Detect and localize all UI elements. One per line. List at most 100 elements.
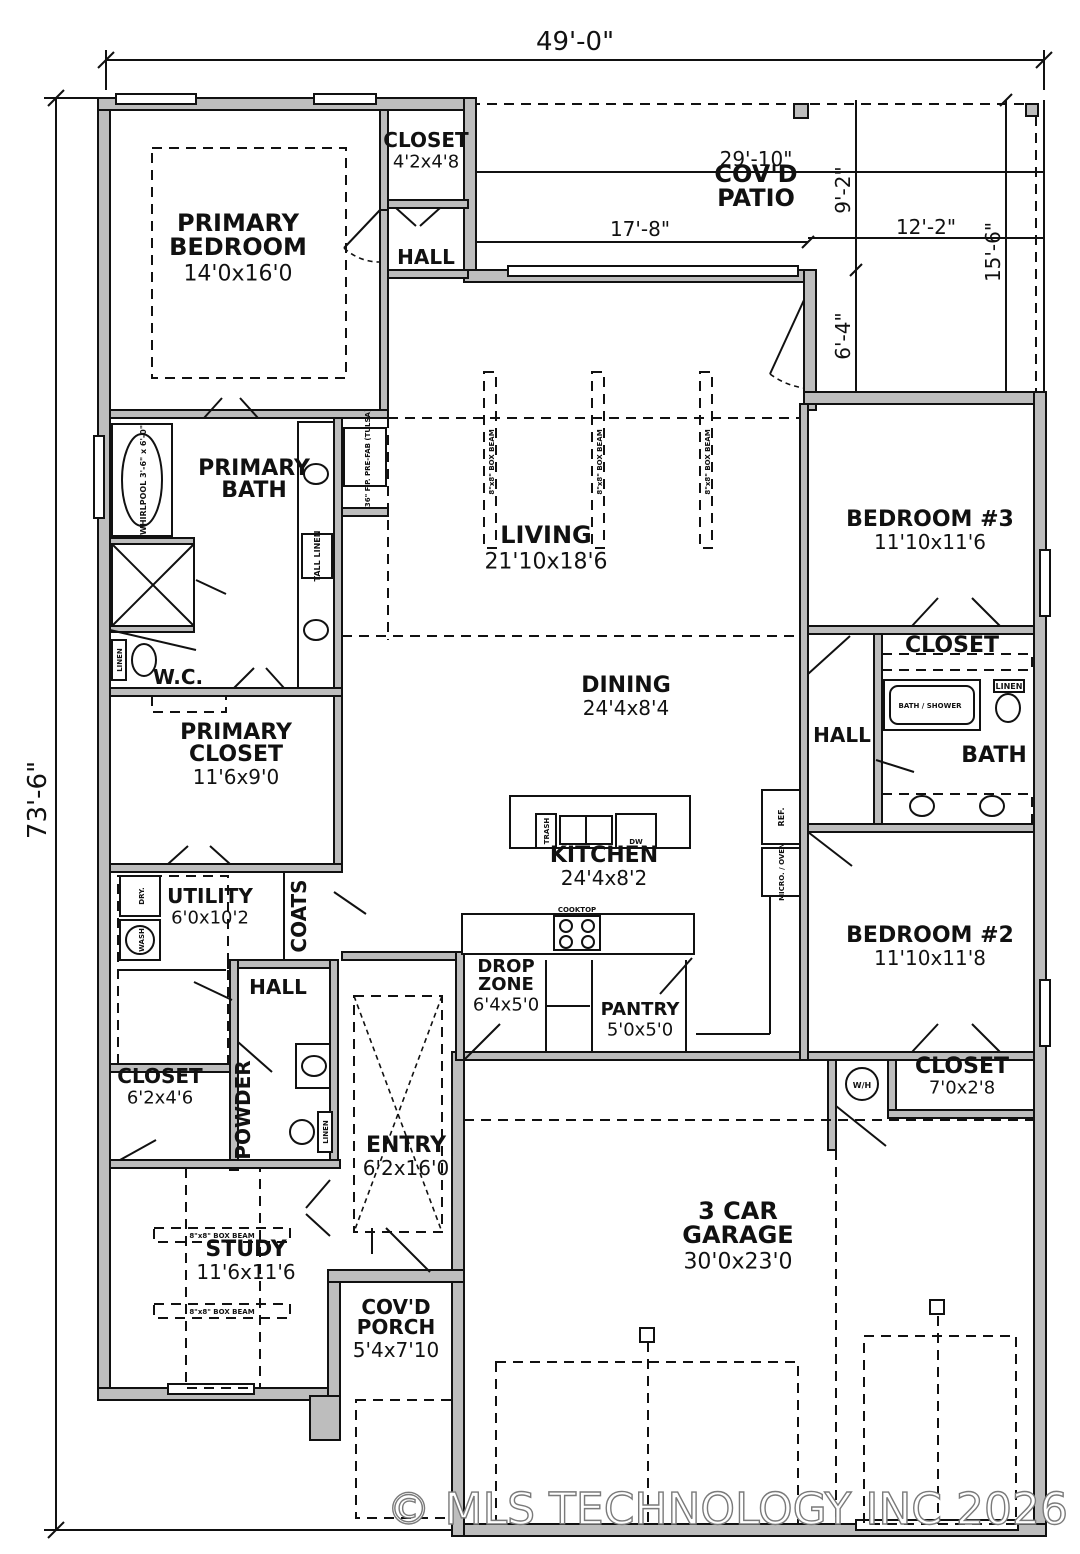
room-labels: PRIMARYBEDROOM14'0x16'0CLOSET4'2x4'8HALL…	[117, 128, 1026, 1362]
overall-depth-label: 73'-6"	[23, 761, 53, 839]
room-name-hall-top: HALL	[397, 245, 455, 269]
water-heater-icon	[845, 1067, 879, 1101]
door-swings	[109, 207, 1001, 1273]
patio-offset-label: 12'-2"	[896, 215, 956, 239]
room-name-living: LIVING	[500, 521, 592, 549]
sink-icon	[301, 1055, 327, 1077]
linen-label: LINEN	[116, 648, 124, 672]
room-size-closet-b2: 7'0x2'8	[929, 1078, 995, 1099]
bath-shower-label: BATH / SHOWER	[898, 702, 962, 710]
trash-label: TRASH	[543, 818, 551, 845]
room-name-powder: POWDER	[231, 1060, 255, 1159]
patio-width-label: 29'-10"	[720, 147, 793, 171]
room-size-dining: 24'4x8'4	[583, 696, 669, 720]
room-name-primary-closet: CLOSET	[189, 742, 283, 767]
linen-label: LINEN	[322, 1120, 330, 1144]
box-beam-label: 8"x8" BOX BEAM	[596, 429, 604, 494]
dimension-labels: 49'-0" 73'-6" 29'-10" 17'-8" 12'-2" 9'-2…	[23, 27, 1005, 839]
patio-outline	[470, 103, 1039, 396]
room-name-hall-low: HALL	[249, 975, 307, 999]
fireplace	[343, 427, 387, 487]
room-name-hall-mid: HALL	[813, 723, 871, 747]
room-name-dining: DINING	[581, 673, 671, 698]
room-name-primary-bedroom: BEDROOM	[169, 233, 307, 261]
room-name-primary-closet: PRIMARY	[180, 720, 293, 745]
room-size-utility: 6'0x10'2	[171, 908, 249, 929]
washer-icon	[125, 925, 155, 955]
room-name-porch: PORCH	[357, 1315, 435, 1339]
room-name-patio: PATIO	[717, 184, 795, 212]
room-name-porch: COV'D	[361, 1295, 430, 1319]
room-size-bedroom2: 11'10x11'8	[874, 946, 986, 970]
tall-linen-label: TALL LINEN	[313, 531, 322, 582]
box-beam-label: 8"x8" BOX BEAM	[189, 1308, 254, 1316]
room-size-living: 21'10x18'6	[484, 550, 607, 575]
fixtures: WHIRLPOOL 3'-6" x 6'-0" TALL LINEN 36" F…	[111, 409, 1025, 1316]
fireplace-label: 36" F.P. PRE-FAB (TULSA)	[364, 409, 372, 507]
dryer-label: DRY.	[138, 887, 146, 904]
room-name-garage: GARAGE	[682, 1221, 793, 1249]
room-size-primary-bedroom: 14'0x16'0	[183, 262, 292, 287]
room-size-closet-low: 6'2x4'6	[127, 1088, 193, 1109]
washer-label: WASH	[138, 928, 146, 952]
ref-label: REF.	[777, 808, 786, 827]
room-name-closet-top: CLOSET	[383, 128, 469, 152]
linen-label: LINEN	[996, 682, 1023, 691]
side-depth-label: 15'-6"	[981, 222, 1005, 282]
box-beam-label: 8"x8" BOX BEAM	[704, 429, 712, 494]
dw-label: DW	[629, 838, 643, 846]
water-heater-label: W/H	[853, 1081, 871, 1090]
room-size-porch: 5'4x7'10	[353, 1338, 439, 1362]
room-name-closet-b3: CLOSET	[905, 633, 999, 658]
room-size-pantry: 5'0x5'0	[607, 1020, 673, 1041]
room-name-entry: ENTRY	[366, 1133, 447, 1158]
cooktop-icon	[559, 919, 573, 933]
room-size-closet-top: 4'2x4'8	[393, 152, 459, 173]
room-name-primary-bedroom: PRIMARY	[177, 209, 300, 237]
toilet-icon	[131, 643, 157, 677]
room-size-primary-closet: 11'6x9'0	[193, 765, 279, 789]
ceiling-lines	[117, 147, 1034, 1525]
room-name-utility: UTILITY	[167, 884, 253, 908]
room-name-closet-low: CLOSET	[117, 1064, 203, 1088]
toilet-icon	[289, 1119, 315, 1145]
room-name-primary-bath: PRIMARY	[198, 456, 311, 481]
micro-oven-label: MICRO. / OVEN	[778, 843, 786, 901]
room-name-pantry: PANTRY	[601, 999, 681, 1020]
toilet-icon	[995, 693, 1021, 723]
room-size-bedroom3: 11'10x11'6	[874, 530, 986, 554]
room-name-primary-bath: BATH	[221, 478, 287, 503]
room-name-garage: 3 CAR	[698, 1197, 778, 1225]
room-name-patio: COV'D	[714, 160, 797, 188]
sink-icon	[303, 463, 329, 485]
dimension-lines	[44, 50, 1053, 1539]
sink-icon	[979, 795, 1005, 817]
room-name-coats: COATS	[287, 879, 311, 952]
sink-icon	[909, 795, 935, 817]
room-size-entry: 6'2x16'0	[363, 1156, 449, 1180]
room-size-kitchen: 24'4x8'2	[561, 866, 647, 890]
room-size-study: 11'6x11'6	[196, 1260, 295, 1284]
living-width-label: 17'-8"	[610, 217, 670, 241]
room-name-kitchen: KITCHEN	[550, 843, 658, 868]
overall-width-label: 49'-0"	[536, 27, 614, 57]
room-name-wc: W.C.	[153, 665, 203, 689]
box-beam-label: 8"x8" BOX BEAM	[488, 429, 496, 494]
room-name-bath: BATH	[961, 743, 1027, 768]
room-name-closet-b2: CLOSET	[915, 1054, 1009, 1079]
exterior-walls	[93, 93, 1051, 1537]
sink-icon	[303, 619, 329, 641]
room-name-bedroom2: BEDROOM #2	[846, 923, 1014, 948]
bath-shower	[883, 679, 981, 731]
watermark: © MLS TECHNOLOGY INC 2026	[387, 1484, 1068, 1535]
interior-walls	[109, 109, 1035, 1171]
whirlpool-label: WHIRLPOOL 3'-6" x 6'-0"	[139, 425, 148, 535]
cooktop-label: COOKTOP	[558, 906, 596, 914]
patio-step-label: 6'-4"	[831, 312, 855, 359]
room-name-study: STUDY	[205, 1237, 287, 1262]
room-name-drop-zone: DROP	[477, 956, 534, 977]
box-beam-label: 8"x8" BOX BEAM	[189, 1232, 254, 1240]
room-size-drop-zone: 6'4x5'0	[473, 995, 539, 1016]
patio-depth-label: 9'-2"	[831, 166, 855, 213]
